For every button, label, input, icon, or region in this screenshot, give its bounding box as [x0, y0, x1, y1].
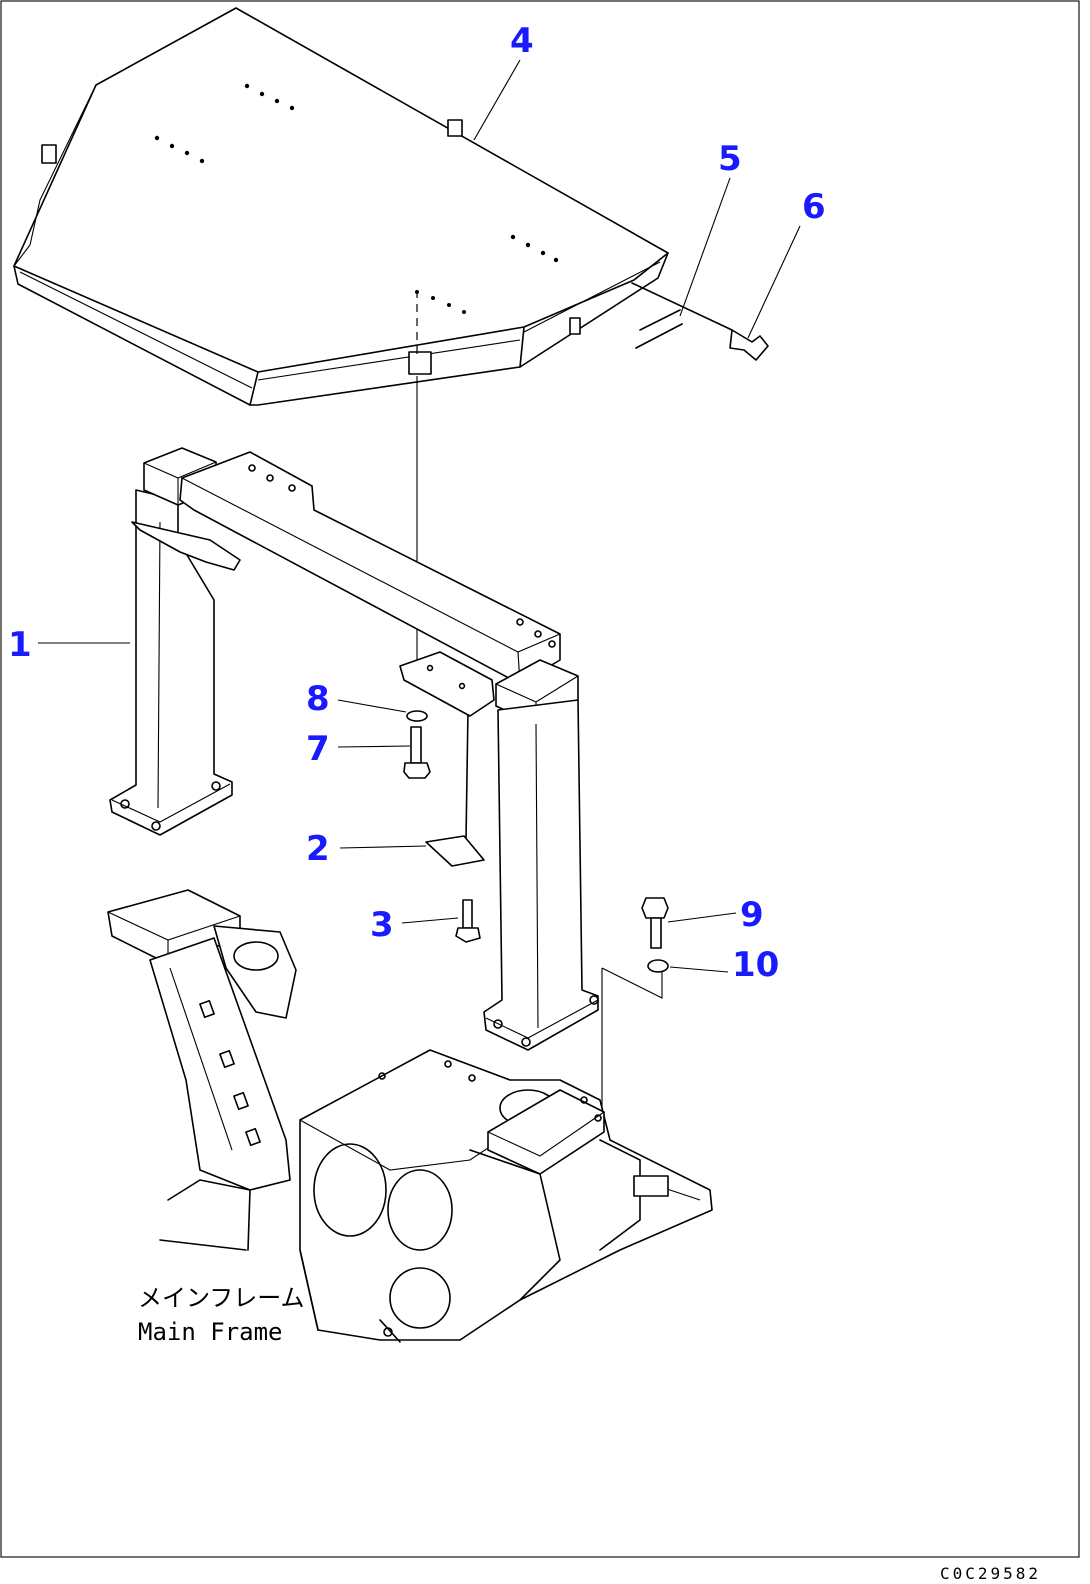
callout-1: 1 [8, 625, 32, 665]
main-frame [107, 889, 713, 1343]
drawing-border [0, 0, 1080, 1558]
gantry-frame-part-1 [109, 447, 599, 1051]
main-frame-label-english: Main Frame [138, 1318, 283, 1346]
main-frame-label-japanese: メインフレーム [138, 1284, 305, 1312]
bolt-part-3 [455, 899, 481, 943]
leader-lines [38, 59, 801, 973]
callout-9: 9 [740, 895, 764, 935]
callout-7: 7 [306, 729, 330, 769]
bolt-part-7 [403, 726, 431, 779]
callout-10: 10 [732, 945, 779, 985]
drawing-code: C0C29582 [940, 1564, 1041, 1583]
canopy-roof-part [13, 7, 669, 406]
callout-2: 2 [306, 829, 330, 869]
washer-part-8 [406, 710, 428, 722]
shim-part-2 [425, 835, 485, 867]
bolt-part-9 [641, 897, 669, 949]
washer-part-10 [647, 959, 669, 973]
callout-8: 8 [306, 679, 330, 719]
knob-bolt-part-6 [631, 282, 769, 361]
callout-4: 4 [510, 21, 534, 61]
callout-3: 3 [370, 905, 394, 945]
callout-5: 5 [718, 139, 742, 179]
callout-6: 6 [802, 187, 826, 227]
plate-part-5 [635, 309, 683, 349]
